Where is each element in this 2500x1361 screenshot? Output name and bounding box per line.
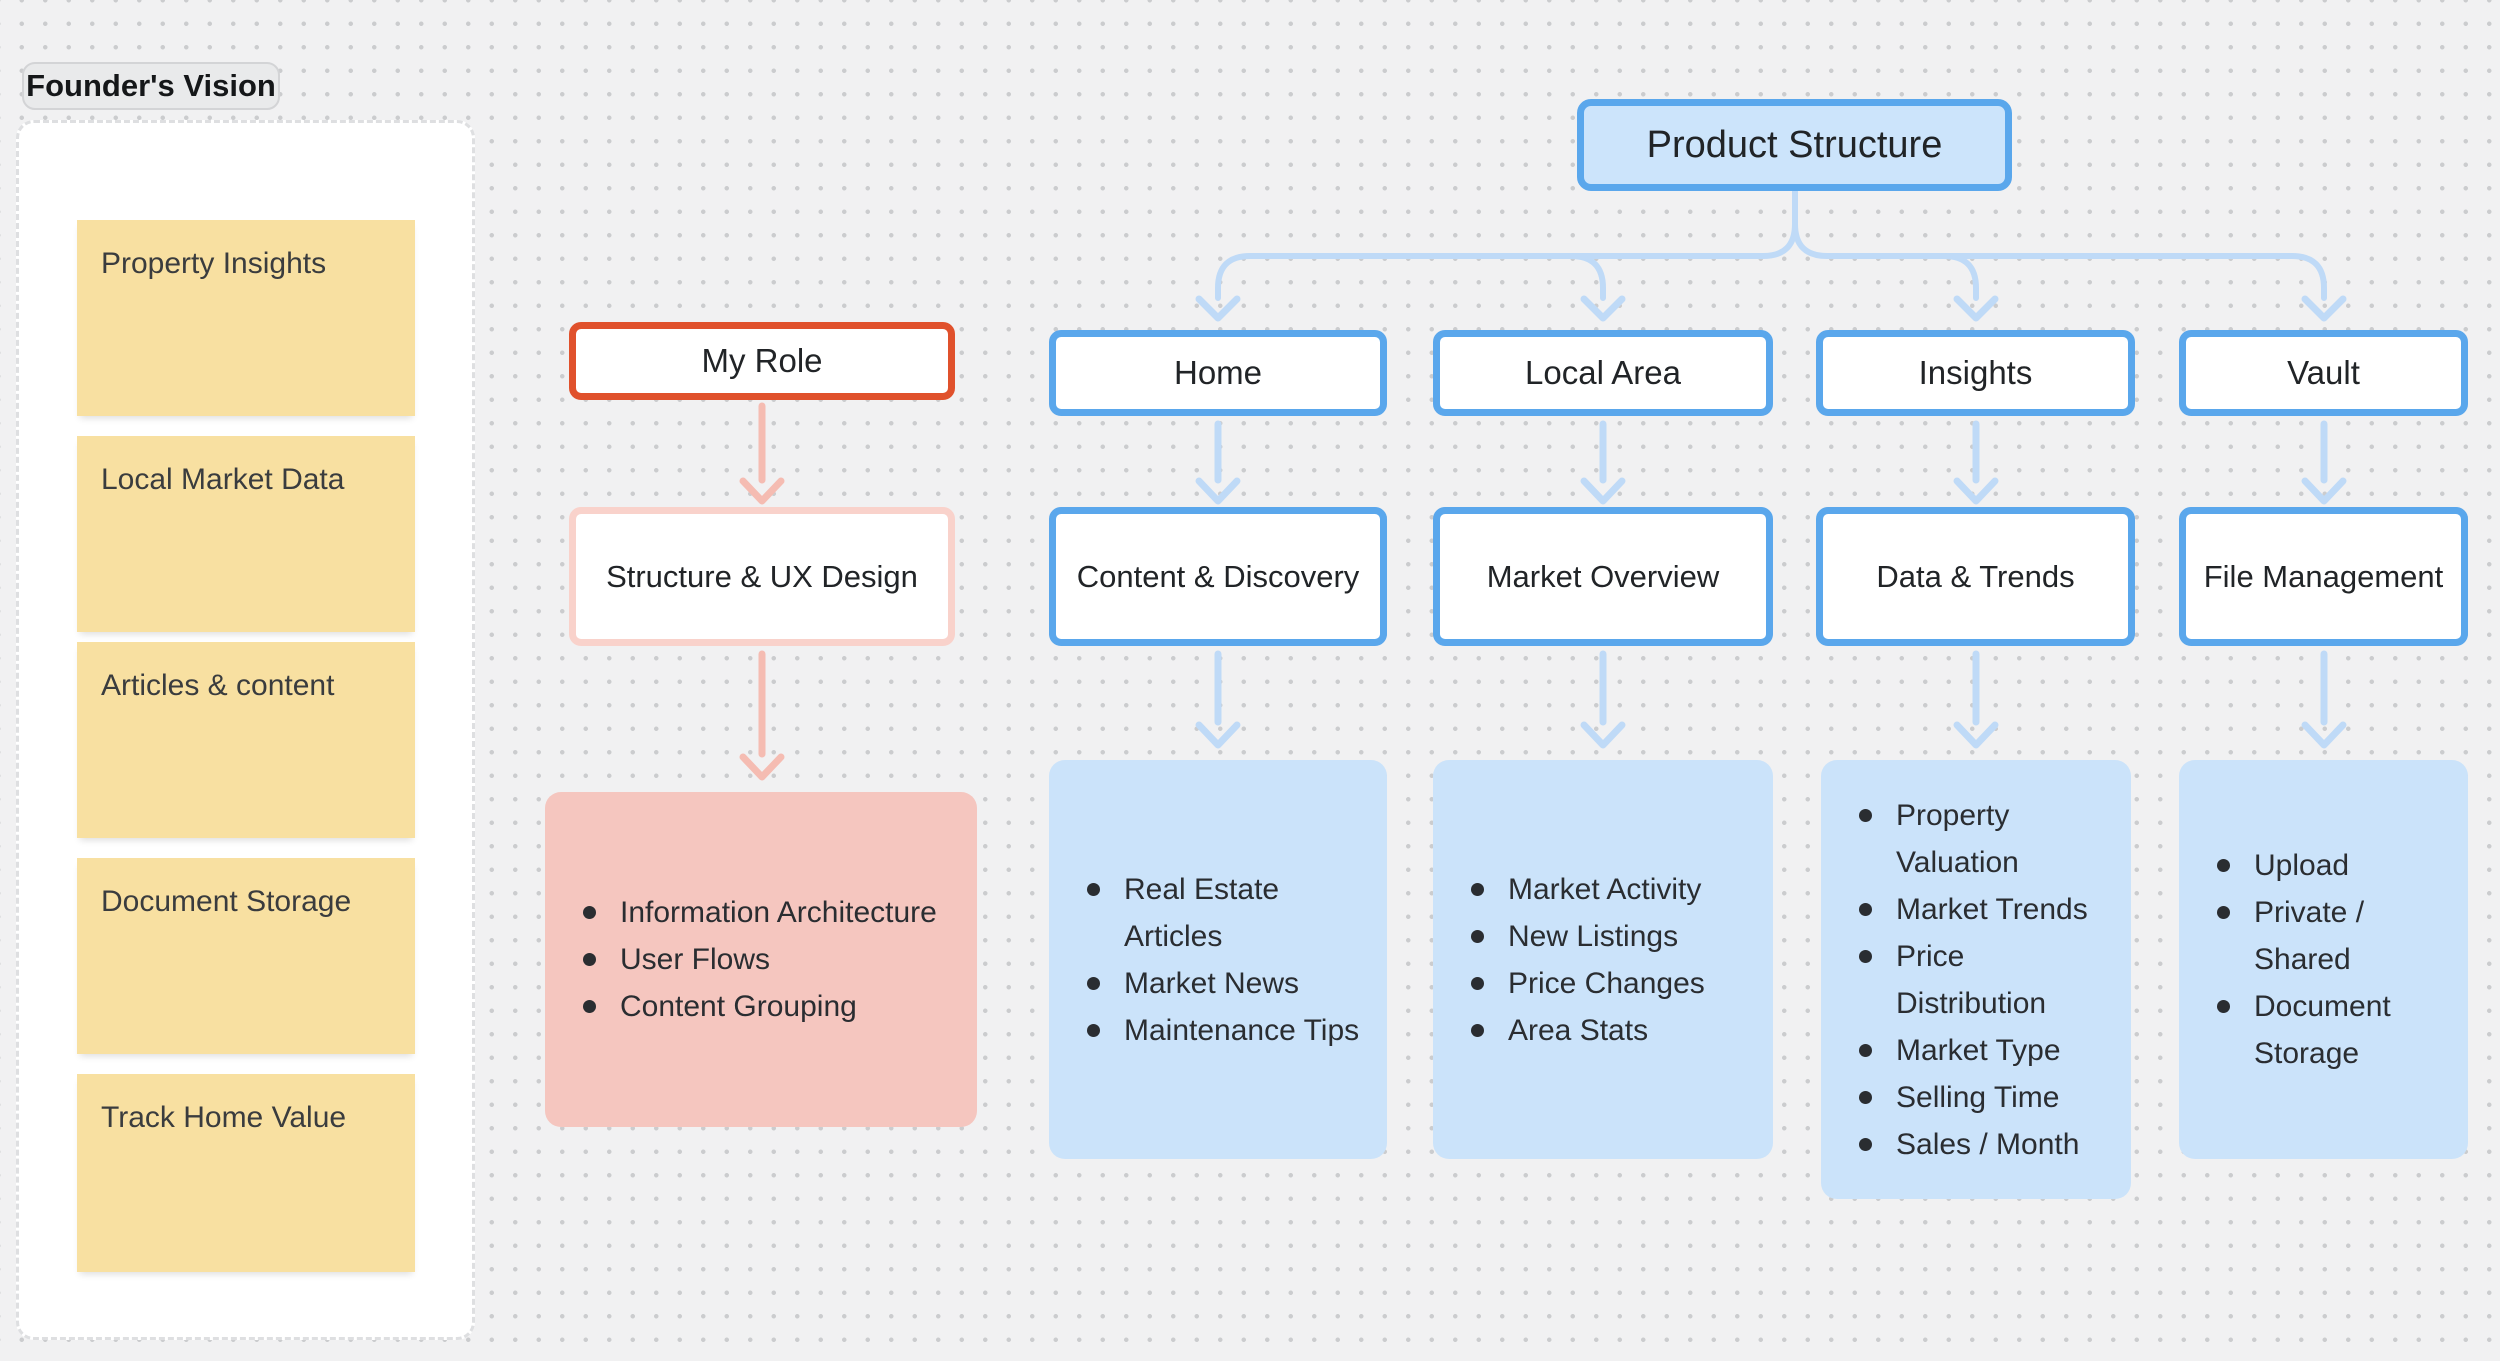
sticky-note-text: Document Storage bbox=[101, 885, 352, 918]
bullet-list: Upload Private / Shared Document Storage bbox=[2179, 842, 2468, 1077]
sticky-note-text: Track Home Value bbox=[101, 1101, 347, 1134]
bullet-item: Property Valuation bbox=[1849, 792, 2113, 886]
node-data-trends[interactable]: Data & Trends bbox=[1816, 507, 2135, 646]
bullet-item: Market Type bbox=[1849, 1027, 2113, 1074]
node-title: Content & Discovery bbox=[1076, 558, 1360, 594]
node-structure-ux-design[interactable]: Structure & UX Design bbox=[569, 507, 955, 646]
node-file-management[interactable]: File Management bbox=[2179, 507, 2468, 646]
card-my-role-details[interactable]: Information Architecture User Flows Cont… bbox=[545, 792, 977, 1127]
node-title: Home bbox=[1173, 354, 1263, 391]
sticky-note-text: Local Market Data bbox=[101, 463, 345, 496]
bullet-list: Property Valuation Market Trends Price D… bbox=[1821, 792, 2131, 1168]
node-title: Structure & UX Design bbox=[606, 558, 918, 594]
bullet-item: Area Stats bbox=[1461, 1007, 1755, 1054]
node-title: My Role bbox=[701, 342, 823, 379]
node-content-discovery[interactable]: Content & Discovery bbox=[1049, 507, 1387, 646]
section-label-text: Founder's Vision bbox=[26, 68, 276, 103]
bullet-item: Maintenance Tips bbox=[1077, 1007, 1369, 1054]
bullet-item: Price Distribution bbox=[1849, 933, 2113, 1027]
bullet-item: Market News bbox=[1077, 960, 1369, 1007]
node-home[interactable]: Home bbox=[1049, 330, 1387, 416]
sticky-note-text: Articles & content bbox=[101, 669, 335, 702]
card-local-area-details[interactable]: Market Activity New Listings Price Chang… bbox=[1433, 760, 1773, 1159]
sticky-note-local-market-data[interactable]: Local Market Data bbox=[77, 436, 415, 632]
bullet-item: Content Grouping bbox=[573, 983, 959, 1030]
card-home-details[interactable]: Real Estate Articles Market News Mainten… bbox=[1049, 760, 1387, 1159]
sticky-note-property-insights[interactable]: Property Insights bbox=[77, 220, 415, 416]
bullet-list: Information Architecture User Flows Cont… bbox=[545, 889, 977, 1030]
sticky-note-articles-content[interactable]: Articles & content bbox=[77, 642, 415, 838]
bullet-item: Selling Time bbox=[1849, 1074, 2113, 1121]
bullet-list: Real Estate Articles Market News Mainten… bbox=[1049, 866, 1387, 1054]
bullet-item: Real Estate Articles bbox=[1077, 866, 1369, 960]
section-label-founders-vision[interactable]: Founder's Vision bbox=[22, 62, 280, 110]
node-title: Product Structure bbox=[1646, 123, 1943, 166]
node-title: Insights bbox=[1918, 354, 2033, 391]
bullet-item: Information Architecture bbox=[573, 889, 959, 936]
bullet-item: Sales / Month bbox=[1849, 1121, 2113, 1168]
bullet-item: Upload bbox=[2207, 842, 2450, 889]
sticky-note-document-storage[interactable]: Document Storage bbox=[77, 858, 415, 1054]
sticky-note-text: Property Insights bbox=[101, 247, 327, 280]
node-title: Data & Trends bbox=[1876, 558, 2075, 594]
bullet-item: Price Changes bbox=[1461, 960, 1755, 1007]
bullet-item: New Listings bbox=[1461, 913, 1755, 960]
node-my-role[interactable]: My Role bbox=[569, 322, 955, 400]
connector-product-structure-tree[interactable] bbox=[1195, 188, 2347, 322]
bullet-item: User Flows bbox=[573, 936, 959, 983]
sticky-note-track-home-value[interactable]: Track Home Value bbox=[77, 1074, 415, 1272]
node-market-overview[interactable]: Market Overview bbox=[1433, 507, 1773, 646]
node-local-area[interactable]: Local Area bbox=[1433, 330, 1773, 416]
node-title: Local Area bbox=[1525, 354, 1681, 391]
card-insights-details[interactable]: Property Valuation Market Trends Price D… bbox=[1821, 760, 2131, 1199]
node-insights[interactable]: Insights bbox=[1816, 330, 2135, 416]
node-product-structure[interactable]: Product Structure bbox=[1577, 99, 2012, 191]
bullet-list: Market Activity New Listings Price Chang… bbox=[1433, 866, 1773, 1054]
bullet-item: Private / Shared bbox=[2207, 889, 2450, 983]
bullet-item: Market Trends bbox=[1849, 886, 2113, 933]
node-title: Market Overview bbox=[1486, 558, 1720, 594]
card-vault-details[interactable]: Upload Private / Shared Document Storage bbox=[2179, 760, 2468, 1159]
node-title: Vault bbox=[2287, 354, 2360, 391]
node-vault[interactable]: Vault bbox=[2179, 330, 2468, 416]
node-title: File Management bbox=[2203, 558, 2444, 594]
bullet-item: Document Storage bbox=[2207, 983, 2450, 1077]
bullet-item: Market Activity bbox=[1461, 866, 1755, 913]
